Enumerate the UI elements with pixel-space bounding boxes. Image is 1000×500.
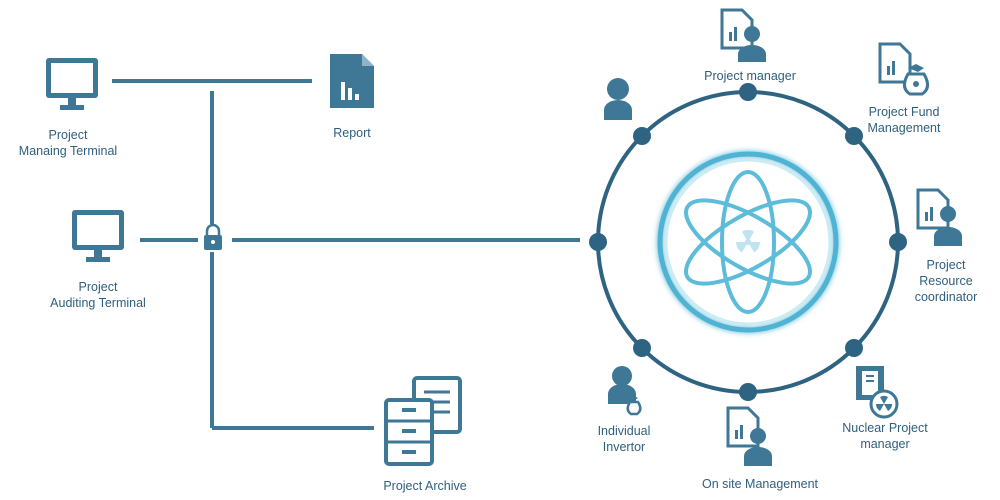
document-user-icon[interactable]: [726, 406, 772, 466]
archive-label: Project Archive: [383, 479, 467, 493]
ring-dot[interactable]: [739, 83, 757, 101]
document-user-icon[interactable]: [916, 188, 962, 246]
padlock-icon[interactable]: [202, 223, 224, 252]
ring-dot[interactable]: [845, 339, 863, 357]
ring-dot[interactable]: [589, 233, 607, 251]
nuclear-manager-label: Nuclear Project manager: [842, 421, 928, 451]
report-label: Report: [333, 126, 371, 140]
project-manager-label: Project manager: [704, 69, 796, 83]
ring-dot[interactable]: [633, 127, 651, 145]
ring-dot[interactable]: [633, 339, 651, 357]
user-moneybag-icon[interactable]: [608, 366, 642, 416]
onsite-management-label: On site Management: [701, 477, 819, 491]
resource-coordinator-label: Project Resource coordinator: [914, 258, 978, 304]
document-moneybag-icon[interactable]: [878, 42, 929, 96]
auditing-terminal-label: Project Auditing Terminal: [50, 280, 146, 310]
user-icon[interactable]: [604, 78, 632, 120]
monitor-icon[interactable]: [72, 210, 124, 262]
ring-dots: [589, 83, 907, 401]
individual-investor-label: Individual Invertor: [597, 424, 651, 454]
folder-radiation-icon[interactable]: [856, 366, 899, 419]
monitor-icon[interactable]: [46, 58, 98, 110]
ring-dot[interactable]: [845, 127, 863, 145]
fund-management-label: Project Fund Management: [867, 105, 941, 135]
managing-terminal-label: Project Manaing Terminal: [18, 128, 118, 158]
archive-cabinet-icon[interactable]: [384, 376, 462, 466]
report-document-icon[interactable]: [330, 54, 374, 108]
radiation-icon: [734, 228, 762, 256]
document-user-icon[interactable]: [720, 8, 766, 62]
connection-lines: [112, 79, 580, 430]
ring-dot[interactable]: [889, 233, 907, 251]
ring-dot[interactable]: [739, 383, 757, 401]
